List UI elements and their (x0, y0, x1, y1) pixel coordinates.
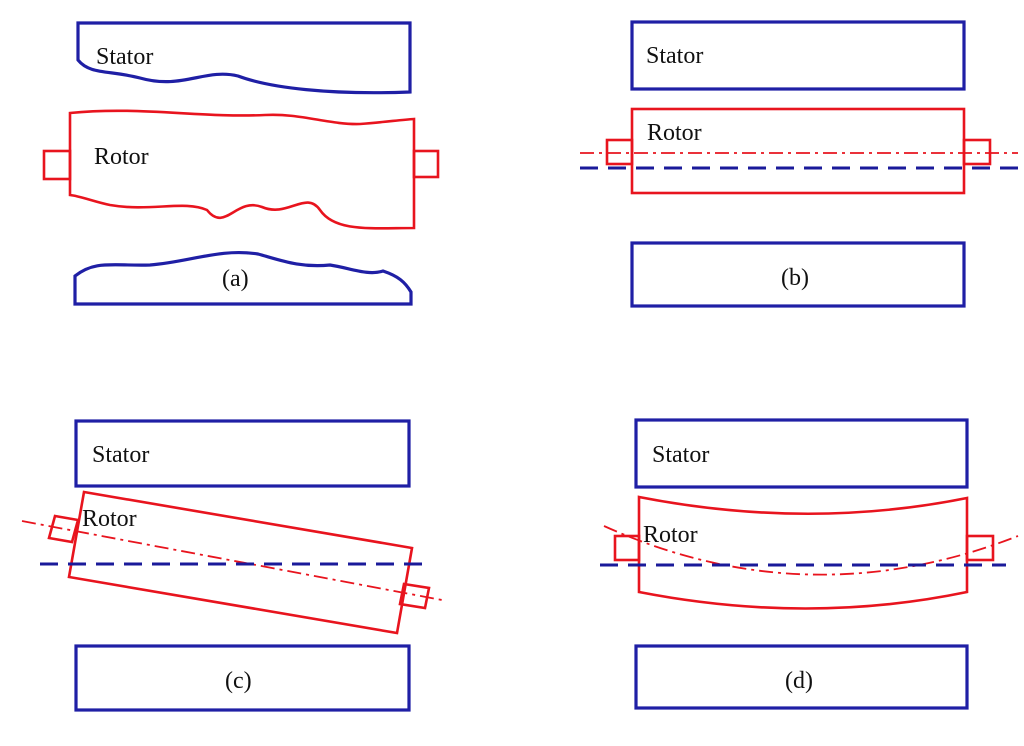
rotor-body-a (68, 109, 416, 230)
panel-d: Stator Rotor (d) (600, 418, 1019, 710)
rotor-body-d (637, 495, 969, 610)
caption-d: (d) (785, 668, 813, 694)
shaft-right-b (962, 138, 992, 166)
rotor-label-c: Rotor (82, 506, 137, 532)
stator-bottom-a (73, 250, 413, 306)
rotor-body-c (67, 490, 414, 635)
stator-top-b (630, 20, 966, 91)
stator-label-b: Stator (646, 43, 703, 69)
shaft-left-c (47, 514, 80, 544)
stator-bottom-b (630, 241, 966, 308)
stator-label-c: Stator (92, 442, 149, 468)
stator-bottom-d (634, 644, 969, 710)
shaft-left-d (613, 534, 641, 562)
caption-b: (b) (781, 265, 809, 291)
stator-label-d: Stator (652, 442, 709, 468)
shaft-left-a (42, 149, 72, 181)
shaft-right-c (398, 582, 431, 610)
stator-top-a (76, 21, 412, 95)
rotor-axis-d (603, 525, 1019, 576)
caption-c: (c) (225, 668, 252, 694)
panel-a: Stator Rotor (a) (42, 21, 440, 306)
caption-a: (a) (222, 266, 249, 292)
stator-bottom-c (74, 644, 411, 712)
shaft-left-b (605, 138, 634, 166)
stator-label-a: Stator (96, 44, 153, 70)
panel-c: Stator Rotor (c) (21, 419, 443, 712)
stator-top-d (634, 418, 969, 489)
stator-top-c (74, 419, 411, 488)
panel-b: Stator Rotor (b) (580, 20, 1018, 308)
rotor-label-b: Rotor (647, 120, 702, 146)
shaft-right-a (412, 149, 440, 179)
shaft-right-d (965, 534, 995, 562)
rotor-axis-c (21, 520, 443, 601)
rotor-label-d: Rotor (643, 522, 698, 548)
rotor-label-a: Rotor (94, 144, 149, 170)
